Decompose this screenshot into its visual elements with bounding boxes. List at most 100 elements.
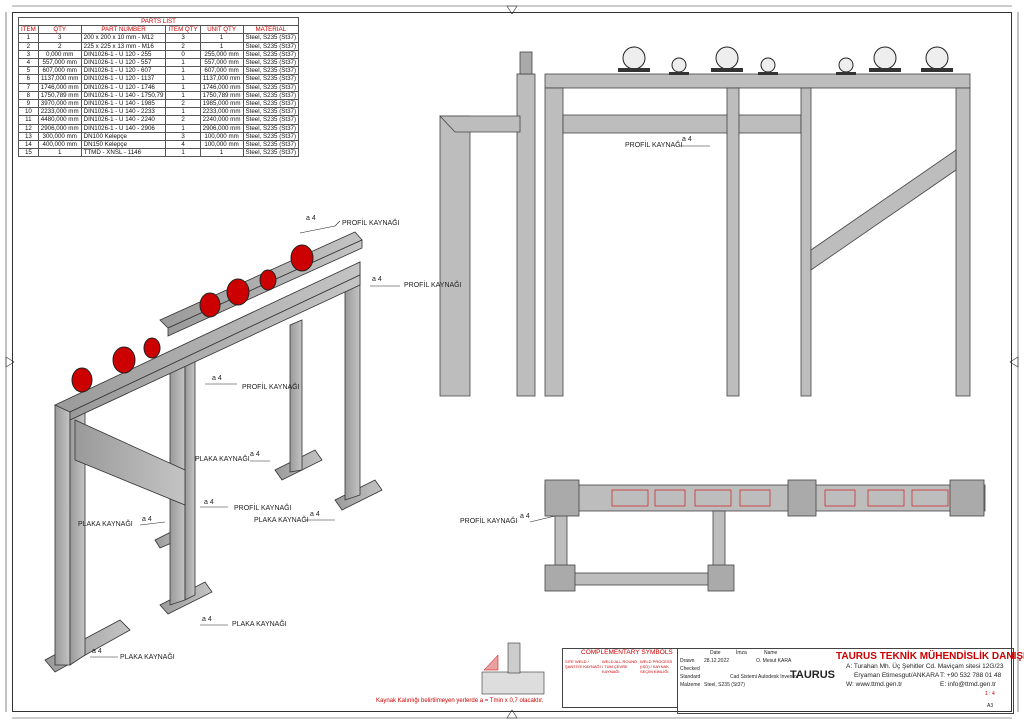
tb-cad: Cad Sistemi [730, 674, 757, 680]
weld-size-2: a 4 [372, 276, 382, 283]
company-name: TAURUS TEKNİK MÜHENDİSLİK DANIŞMANLIK [836, 651, 1024, 662]
weld-label-plaka-2: PLAKA KAYNAĞI [254, 517, 309, 524]
parts-cell: 557,000 mm [199, 58, 244, 68]
weld-size-3: a 4 [212, 375, 222, 382]
weld-detail [481, 642, 545, 695]
parts-cell: 100,000 mm [199, 140, 244, 150]
parts-cell: 1 [165, 82, 201, 92]
comp-col-3: WELD PROCESS (ISO) / KAYNAK SEÇİM KİMLİĞ… [640, 659, 673, 674]
parts-cell: 0 [165, 49, 201, 60]
parts-cell: Steel, S235 (St37) [242, 82, 300, 92]
parts-cell: Steel, S235 (St37) [242, 58, 300, 68]
parts-cell: 1 [165, 74, 201, 84]
weld-size-10: a 4 [682, 136, 692, 143]
tb-drawn: Drawn [680, 658, 695, 664]
weld-size-5: a 4 [204, 499, 214, 506]
title-block: Date İmza Name Drawn 28.12.2022 O. Mesut… [677, 648, 1024, 714]
tb-material: Steel, S235 (St37) [704, 682, 745, 688]
tb-sheet-size: A3 [987, 703, 994, 709]
parts-cell: 2906,000 mm [199, 123, 244, 133]
parts-cell: 255,000 mm [199, 49, 244, 60]
company-address-line1: A: Turahan Mh. Üç Şehitler Cd. Maviçam s… [846, 663, 1004, 670]
tb-standard: Standard [680, 674, 701, 680]
parts-cell: 1 [165, 107, 201, 117]
parts-cell: 1 [165, 58, 201, 68]
weld-label-profil-3: PROFİL KAYNAĞI [242, 384, 300, 391]
complementary-title: COMPLEMENTARY SYMBOLS [581, 649, 673, 656]
parts-cell: 1 [199, 33, 244, 43]
weld-label-profil-6: PROFİL KAYNAĞI [460, 518, 518, 525]
parts-cell: 1746,000 mm [199, 82, 244, 92]
parts-cell: Steel, S235 (St37) [242, 66, 300, 76]
company-web: W: www.ttmd.gen.tr [846, 681, 903, 688]
weld-label-profil-5: PROFİL KAYNAĞI [625, 142, 683, 149]
parts-cell: 1 [165, 148, 201, 158]
company-logo: TAURUS [790, 669, 836, 681]
comp-col-1: SITE WELD / ŞANTİYE KAYNAĞI [565, 659, 601, 669]
parts-cell: 3 [165, 131, 201, 142]
parts-cell: 1137,000 mm [199, 74, 244, 84]
parts-cell: Steel, S235 (St37) [242, 107, 300, 117]
parts-cell: Steel, S235 (St37) [242, 123, 300, 133]
tb-imza-header: İmza [736, 650, 747, 656]
tb-checked: Checked [680, 666, 700, 672]
parts-col-header: MATERIAL [242, 25, 300, 35]
tb-drawn-name: O. Mesut KARA [756, 658, 792, 664]
tb-tol: Autodesk Inventor [758, 674, 799, 680]
weld-label-plaka-3: PLAKA KAYNAĞI [78, 521, 133, 528]
parts-cell: Steel, S235 (St37) [242, 140, 300, 150]
parts-col-header: UNIT QTY [199, 25, 244, 35]
parts-cell: Steel, S235 (St37) [242, 41, 300, 51]
weld-label-profil-4: PROFİL KAYNAĞI [234, 505, 292, 512]
tb-name-header: Name [764, 650, 778, 656]
parts-cell: 2 [165, 115, 201, 125]
parts-cell: Steel, S235 (St37) [242, 131, 300, 142]
tb-malzeme: Malzeme [680, 682, 701, 688]
weld-thickness-note: Kaynak Kalınlığı belirtilmeyen yerlerde … [376, 698, 544, 704]
top-view-clamps [611, 489, 949, 507]
parts-cell: 1 [165, 66, 201, 76]
parts-cell: 1750,789 mm [199, 90, 244, 101]
parts-cell: 100,000 mm [199, 131, 244, 142]
center-mark-left [5, 356, 15, 368]
parts-cell: 1 [165, 123, 201, 133]
parts-cell: 607,000 mm [199, 66, 244, 76]
company-address-line2: Eryaman Etimesgut/ANKARA [854, 672, 940, 679]
pipe-clamps-front [622, 46, 949, 73]
parts-cell: 1 [165, 90, 201, 101]
iso-clamps [71, 244, 314, 393]
front-view [439, 51, 971, 397]
parts-list-title: PARTS LIST [17, 16, 300, 27]
parts-cell: Steel, S235 (St37) [242, 115, 300, 125]
weld-label-plaka-5: PLAKA KAYNAĞI [120, 654, 175, 661]
comp-col-2: WELD ALL ROUND / TÜM ÇEVRE KAYNAĞI [602, 659, 638, 674]
complementary-symbols-box: COMPLEMENTARY SYMBOLS SITE WELD / ŞANTİY… [562, 648, 678, 708]
weld-label-plaka-1: PLAKA KAYNAĞI [195, 456, 250, 463]
tb-drawn-date: 28.12.2022 [704, 658, 730, 664]
center-mark-bottom [506, 709, 518, 719]
parts-cell: 2240,000 mm [199, 115, 244, 125]
parts-col-header: ITEM QTY [165, 25, 201, 35]
clamp-bases-front [618, 68, 953, 75]
parts-cell: Steel, S235 (St37) [242, 49, 300, 60]
parts-cell: 3 [165, 33, 201, 43]
weld-size-4: a 4 [250, 451, 260, 458]
parts-cell: Steel, S235 (St37) [242, 99, 300, 109]
